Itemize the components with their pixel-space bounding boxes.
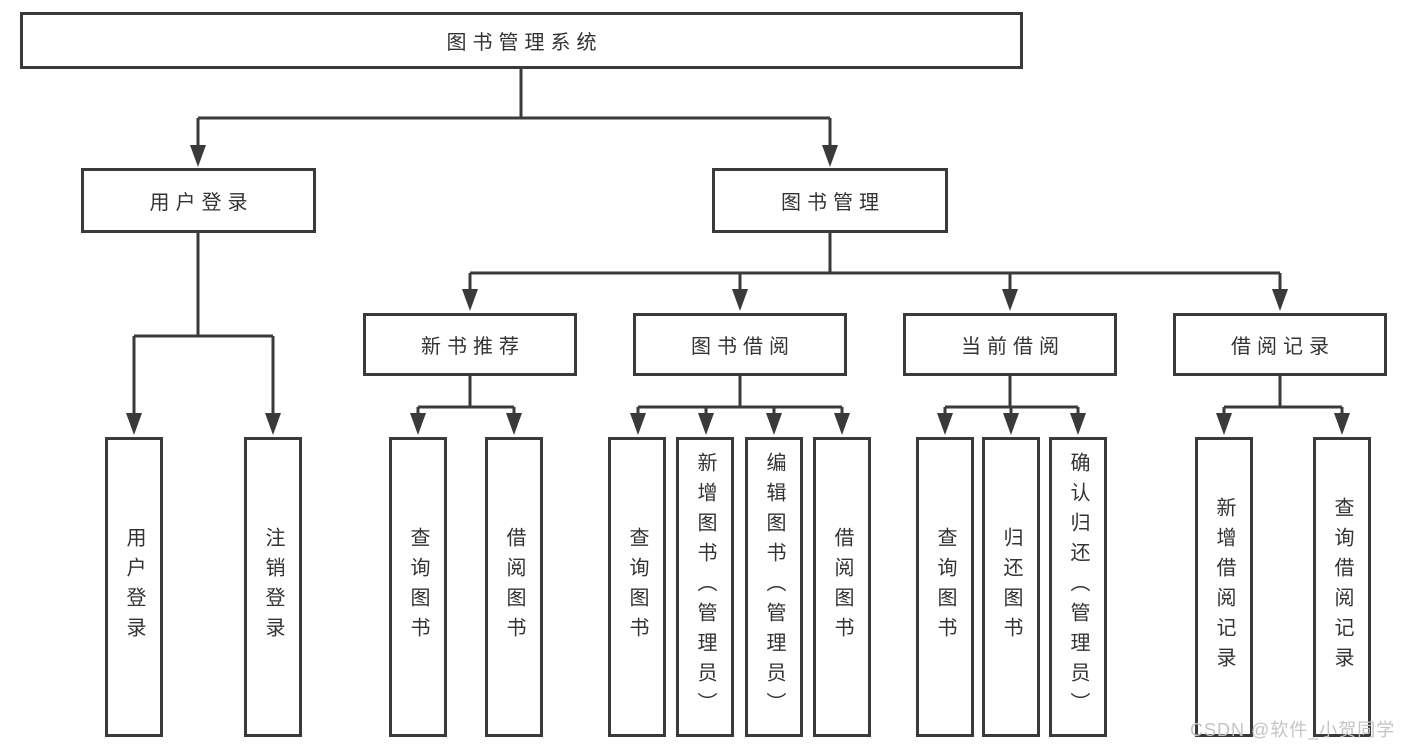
leaf-borrow-books: 借阅图书: [813, 437, 871, 737]
leaf-query-books-current: 查询图书: [916, 437, 974, 737]
leaf-query-books-recommend: 查询图书: [389, 437, 447, 737]
leaf-confirm-return-admin-label: 确认归还（管理员）: [1067, 452, 1089, 722]
leaf-add-books-admin-label: 新增图书（管理员）: [694, 452, 716, 722]
node-book-borrow: 图书借阅: [633, 313, 847, 376]
leaf-add-borrow-record-label: 新增借阅记录: [1213, 497, 1235, 677]
node-book-management: 图书管理: [712, 168, 948, 233]
csdn-watermark: CSDN @软件_小贺同学: [1190, 720, 1396, 740]
leaf-edit-books-admin: 编辑图书（管理员）: [745, 437, 803, 737]
leaf-user-login-label: 用户登录: [123, 527, 145, 647]
leaf-return-books: 归还图书: [982, 437, 1040, 737]
leaf-borrow-books-recommend-label: 借阅图书: [503, 527, 525, 647]
leaf-query-books-borrow-label: 查询图书: [626, 527, 648, 647]
leaf-logout: 注销登录: [244, 437, 302, 737]
leaf-edit-books-admin-label: 编辑图书（管理员）: [763, 452, 785, 722]
leaf-user-login: 用户登录: [105, 437, 163, 737]
leaf-return-books-label: 归还图书: [1000, 527, 1022, 647]
leaf-query-borrow-record: 查询借阅记录: [1313, 437, 1371, 737]
leaf-query-borrow-record-label: 查询借阅记录: [1331, 497, 1353, 677]
leaf-confirm-return-admin: 确认归还（管理员）: [1049, 437, 1107, 737]
leaf-borrow-books-recommend: 借阅图书: [485, 437, 543, 737]
leaf-query-books-borrow: 查询图书: [608, 437, 666, 737]
node-borrow-records: 借阅记录: [1173, 313, 1387, 376]
node-current-borrow: 当前借阅: [903, 313, 1117, 376]
leaf-logout-label: 注销登录: [262, 527, 284, 647]
leaf-borrow-books-label: 借阅图书: [831, 527, 853, 647]
node-root: 图书管理系统: [20, 12, 1023, 69]
leaf-add-borrow-record: 新增借阅记录: [1195, 437, 1253, 737]
leaf-query-books-current-label: 查询图书: [934, 527, 956, 647]
node-new-book-recommend: 新书推荐: [363, 313, 577, 376]
leaf-add-books-admin: 新增图书（管理员）: [676, 437, 734, 737]
leaf-query-books-recommend-label: 查询图书: [407, 527, 429, 647]
node-user-login: 用户登录: [81, 168, 316, 233]
